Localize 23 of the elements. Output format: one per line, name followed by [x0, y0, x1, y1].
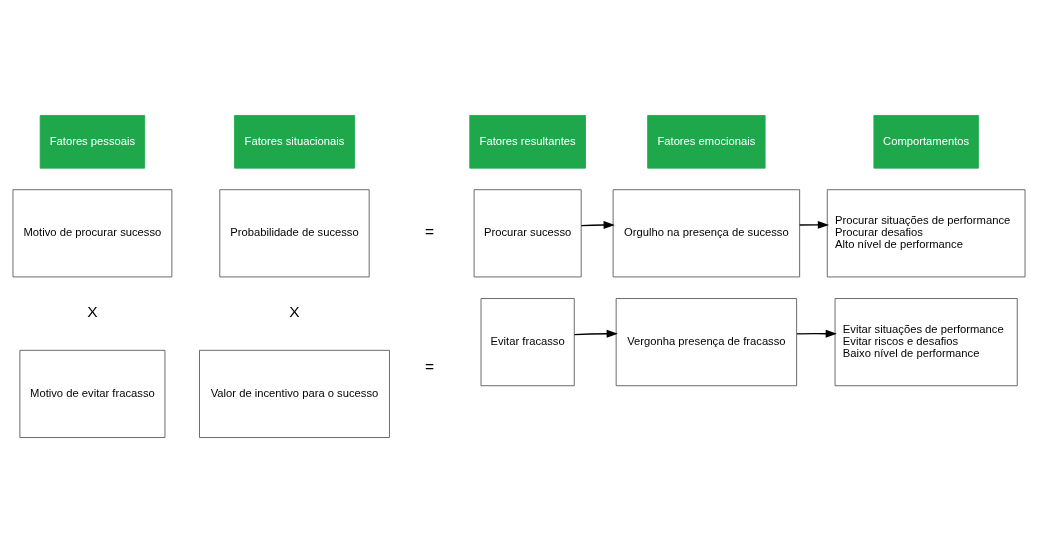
node-box: Orgulho na presença de sucesso: [612, 188, 801, 277]
node-box: Procurar sucesso: [473, 188, 582, 277]
node-box: Valor de incentivo para o sucesso: [199, 349, 390, 438]
arrow: [799, 220, 830, 229]
node-box: Probabilidade de sucesso: [219, 188, 370, 277]
label: X: [289, 302, 300, 320]
node-box: Fatores pessoais: [39, 114, 146, 169]
node-box: Procurar situações de performance Procurar desafios Alto nível de performance: [826, 188, 1026, 277]
node-box: Fatores situacionais: [234, 114, 355, 169]
node-box: Motivo de evitar fracasso: [19, 349, 166, 438]
arrow: [580, 220, 615, 229]
arrow: [573, 329, 618, 338]
node-box: Evitar fracasso: [480, 297, 575, 386]
label: =: [425, 357, 435, 375]
node-box: Fatores resultantes: [469, 114, 586, 169]
node-box: Motivo de procurar sucesso: [12, 188, 173, 277]
node-box: Fatores emocionais: [647, 114, 766, 169]
node-box: Comportamentos: [873, 114, 979, 169]
node-box: Vergonha presença de fracasso: [615, 297, 798, 386]
label: X: [87, 302, 98, 320]
label: =: [425, 222, 435, 240]
node-box: Evitar situações de performance Evitar riscos e desafios Baixo nível de performance: [834, 297, 1018, 386]
arrow: [796, 329, 837, 338]
